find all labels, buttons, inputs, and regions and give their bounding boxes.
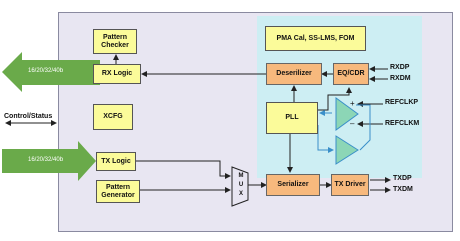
tx-bus-width: 16/20/32/40b <box>28 157 64 163</box>
xcfg-block: XCFG <box>93 104 133 130</box>
pattern-generator-block: Pattern Generator <box>96 180 140 203</box>
mux-shape <box>231 166 249 207</box>
tx-driver-block: TX Driver <box>331 174 369 196</box>
rxdp-label: RXDP <box>390 64 410 71</box>
refclkm-label: REFCLKM <box>385 120 420 127</box>
refclk-comparator <box>335 97 359 131</box>
rx-bus-arrow <box>2 52 100 92</box>
mux-label: M U X <box>238 173 244 197</box>
eq-cdr-block: EQ/CDR <box>333 63 369 85</box>
txdm-label: TXDM <box>393 186 413 193</box>
tx-to-mux-wire <box>136 160 231 179</box>
pll-feedback-wire <box>317 125 334 153</box>
pll-block: PLL <box>266 102 318 134</box>
refclkp-label: REFCLKP <box>385 99 419 106</box>
feedback-amplifier <box>335 135 359 165</box>
serializer-block: Serializer <box>266 174 320 196</box>
pma-block: PMA Cal, SS-LMS, FOM <box>265 26 366 51</box>
txdp-label: TXDP <box>393 175 412 182</box>
minus-sign: – <box>350 119 355 128</box>
control-status-label: Control/Status <box>4 113 53 120</box>
rx-logic-block: RX Logic <box>93 64 141 84</box>
deserializer-block: Deserilizer <box>266 63 322 85</box>
pattern-checker-block: Pattern Checker <box>93 29 137 54</box>
rx-bus-width: 16/20/32/40b <box>28 68 64 74</box>
amp-feedback-wire <box>356 104 371 151</box>
rxdm-label: RXDM <box>390 75 411 82</box>
tx-logic-block: TX Logic <box>96 152 136 171</box>
plus-sign: + <box>350 99 355 108</box>
tx-bus-arrow <box>2 141 96 181</box>
